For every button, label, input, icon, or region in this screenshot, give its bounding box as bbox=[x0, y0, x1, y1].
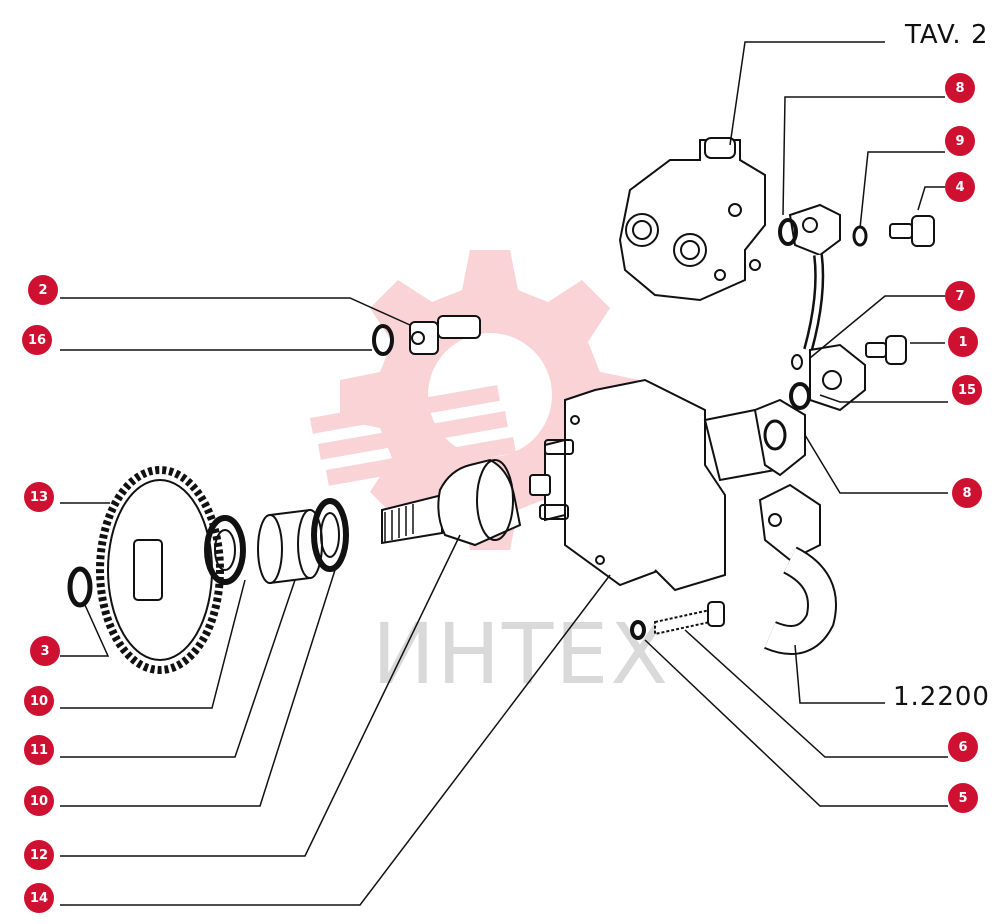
o-ring-15 bbox=[789, 382, 811, 410]
callout-2[interactable]: 2 bbox=[28, 275, 58, 305]
callout-9[interactable]: 9 bbox=[945, 126, 975, 156]
watermark-text: ИНТЕХ bbox=[372, 605, 670, 703]
bolt-4 bbox=[889, 215, 935, 247]
callout-8-lower[interactable]: 8 bbox=[952, 478, 982, 508]
callout-11[interactable]: 11 bbox=[24, 735, 54, 765]
o-ring-7 bbox=[791, 354, 803, 370]
callout-15[interactable]: 15 bbox=[952, 375, 982, 405]
fitting-2 bbox=[372, 315, 481, 356]
callout-10-first[interactable]: 10 bbox=[24, 686, 54, 716]
callout-16[interactable]: 16 bbox=[22, 325, 52, 355]
bearing-10-left bbox=[204, 515, 246, 585]
valve-block bbox=[618, 137, 766, 302]
callout-1[interactable]: 1 bbox=[948, 327, 978, 357]
callout-7[interactable]: 7 bbox=[945, 281, 975, 311]
bolt-1 bbox=[865, 335, 907, 365]
washer-9 bbox=[852, 225, 868, 247]
callout-6[interactable]: 6 bbox=[948, 732, 978, 762]
callout-5[interactable]: 5 bbox=[948, 783, 978, 813]
callout-12[interactable]: 12 bbox=[24, 840, 54, 870]
shaft-12 bbox=[381, 458, 522, 547]
leader-lines bbox=[60, 41, 948, 906]
gear-13 bbox=[96, 466, 224, 674]
callout-14[interactable]: 14 bbox=[24, 883, 54, 913]
bearing-10-right bbox=[311, 498, 349, 572]
pipe-lower bbox=[753, 398, 837, 655]
pump-body-14 bbox=[529, 378, 776, 592]
part-code: 1.2200 bbox=[893, 682, 990, 712]
callout-10-second[interactable]: 10 bbox=[24, 786, 54, 816]
callout-13[interactable]: 13 bbox=[24, 482, 54, 512]
table-label: TAV. 2 bbox=[905, 20, 989, 50]
snap-ring-3 bbox=[67, 566, 93, 608]
washer-5 bbox=[630, 620, 646, 640]
callout-3[interactable]: 3 bbox=[30, 636, 60, 666]
callout-8-upper[interactable]: 8 bbox=[945, 73, 975, 103]
callout-4[interactable]: 4 bbox=[945, 172, 975, 202]
bolt-6 bbox=[654, 601, 725, 636]
o-ring-8-upper bbox=[778, 218, 798, 246]
